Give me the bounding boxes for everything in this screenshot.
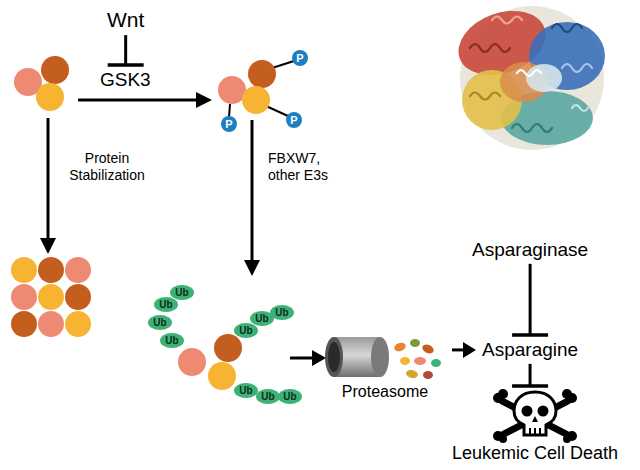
node-text: P	[225, 119, 232, 130]
arrow-connector	[452, 342, 476, 358]
stabilization-arrow	[40, 118, 56, 254]
inhibition-connector	[512, 264, 548, 335]
pathway-label: FBXW7, other E3s	[268, 150, 342, 184]
connector-line	[452, 348, 465, 351]
node-text: Asparagine	[482, 339, 578, 361]
phosphate-circle: P	[286, 112, 302, 128]
proteasome: Proteasome	[320, 331, 450, 401]
node-text: Ub	[175, 288, 188, 298]
node-text: Ub	[159, 300, 172, 310]
node-text: Ub	[255, 314, 268, 324]
node-text: Proteasome	[320, 383, 450, 401]
skull-icon	[490, 389, 580, 443]
node-text: P	[296, 53, 303, 64]
phosphorylated-cluster	[218, 60, 294, 117]
node-text: Ub	[165, 336, 178, 346]
proteasome-icon	[320, 331, 450, 383]
kinase-label: GSK3	[97, 68, 154, 92]
degradation-arrow	[290, 350, 326, 366]
node-text: Ub	[275, 308, 288, 318]
node-text: GSK3	[100, 69, 151, 91]
ubiquitin-oval: Ub	[278, 389, 302, 404]
node-text: P	[290, 115, 297, 126]
ubiquitin-oval: Ub	[160, 333, 184, 348]
ubiquitin-oval: Ub	[270, 305, 294, 320]
node-text: Leukemic Cell Death	[452, 443, 618, 464]
ubiquitin-oval: Ub	[154, 297, 178, 312]
node-text: Ub	[239, 386, 252, 396]
node-text: Wnt	[107, 8, 144, 32]
ubiquitin-oval: Ub	[170, 285, 194, 300]
inhibition-connector	[108, 35, 144, 65]
protein-grid	[11, 257, 91, 337]
connector-line	[124, 35, 127, 65]
connector-line	[529, 264, 532, 335]
ubiquitin-oval: Ub	[234, 383, 258, 398]
node-text: Ub	[153, 318, 166, 328]
phosphate-circle: P	[292, 50, 308, 66]
node-text: Asparaginase	[472, 239, 588, 261]
ubiquitin-oval: Ub	[148, 315, 172, 330]
signal-label: Wnt	[104, 7, 147, 33]
connector-line	[529, 364, 532, 386]
phosphate-circle: P	[221, 116, 237, 132]
pathway-label: Protein Stabilization	[58, 150, 156, 184]
inhibition-connector	[512, 364, 548, 386]
node-text: Ub	[283, 392, 296, 402]
ubiquitination-arrow	[244, 120, 260, 276]
node-text: Ub	[261, 392, 274, 402]
ubiquitinated-cluster	[178, 334, 242, 390]
metabolite-label: Asparagine	[479, 338, 581, 362]
ubiquitin-oval: Ub	[256, 389, 280, 404]
cell-death: Leukemic Cell Death	[452, 389, 618, 464]
ubiquitin-oval: Ub	[234, 323, 258, 338]
phosphorylation-arrow	[78, 92, 212, 108]
protein-structure	[449, 0, 605, 150]
protein-cluster	[14, 56, 69, 111]
node-text: Ub	[239, 326, 252, 336]
enzyme-label: Asparaginase	[469, 238, 591, 262]
